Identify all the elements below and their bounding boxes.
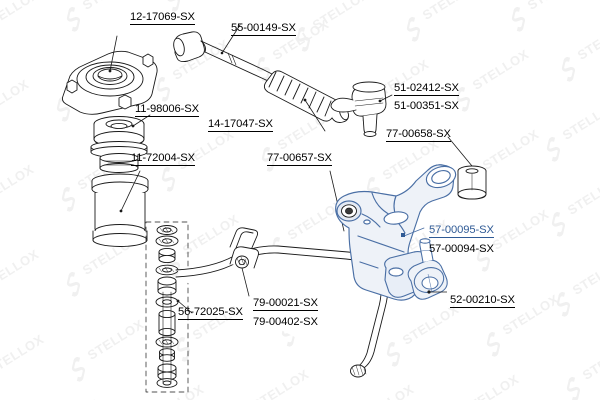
label-79-00402-SX[interactable]: 79-00402-SX: [253, 316, 318, 328]
label-52-00210-SX[interactable]: 52-00210-SX: [450, 294, 515, 308]
label-55-00149-SX[interactable]: 55-00149-SX: [231, 22, 296, 36]
label-77-00657-SX[interactable]: 77-00657-SX: [267, 152, 332, 166]
label-79-00021-SX[interactable]: 79-00021-SX: [253, 297, 318, 311]
part-bump-stop-boot: [91, 170, 149, 247]
part-stabilizer-bushing: [229, 227, 259, 297]
label-77-00658-SX[interactable]: 77-00658-SX: [386, 128, 451, 142]
label-56-72025-SX[interactable]: 56-72025-SX: [178, 306, 243, 320]
part-strut-mount: [61, 35, 158, 115]
label-51-00351-SX[interactable]: 51-00351-SX: [394, 100, 459, 112]
part-ball-joint: [407, 238, 448, 300]
part-strut-bearing: [90, 114, 151, 173]
label-57-00095-SX[interactable]: 57-00095-SX: [429, 224, 494, 238]
label-11-98006-SX[interactable]: 11-98006-SX: [135, 103, 199, 117]
label-11-72004-SX[interactable]: 11-72004-SX: [131, 152, 195, 166]
label-57-00094-SX[interactable]: 57-00094-SX: [429, 243, 494, 255]
label-14-17047-SX[interactable]: 14-17047-SX: [208, 118, 273, 132]
part-outer-tie-rod-end: [330, 81, 393, 137]
ball-joint-leader: [427, 290, 447, 294]
label-51-02412-SX[interactable]: 51-02412-SX: [394, 82, 459, 96]
part-inner-tie-rod: [173, 24, 277, 86]
part-stabilizer-bar: [175, 245, 389, 378]
part-stabilizer-link: [145, 221, 193, 393]
label-12-17069-SX[interactable]: 12-17069-SX: [130, 11, 195, 25]
part-control-arm-bushing-rear: [447, 136, 487, 200]
